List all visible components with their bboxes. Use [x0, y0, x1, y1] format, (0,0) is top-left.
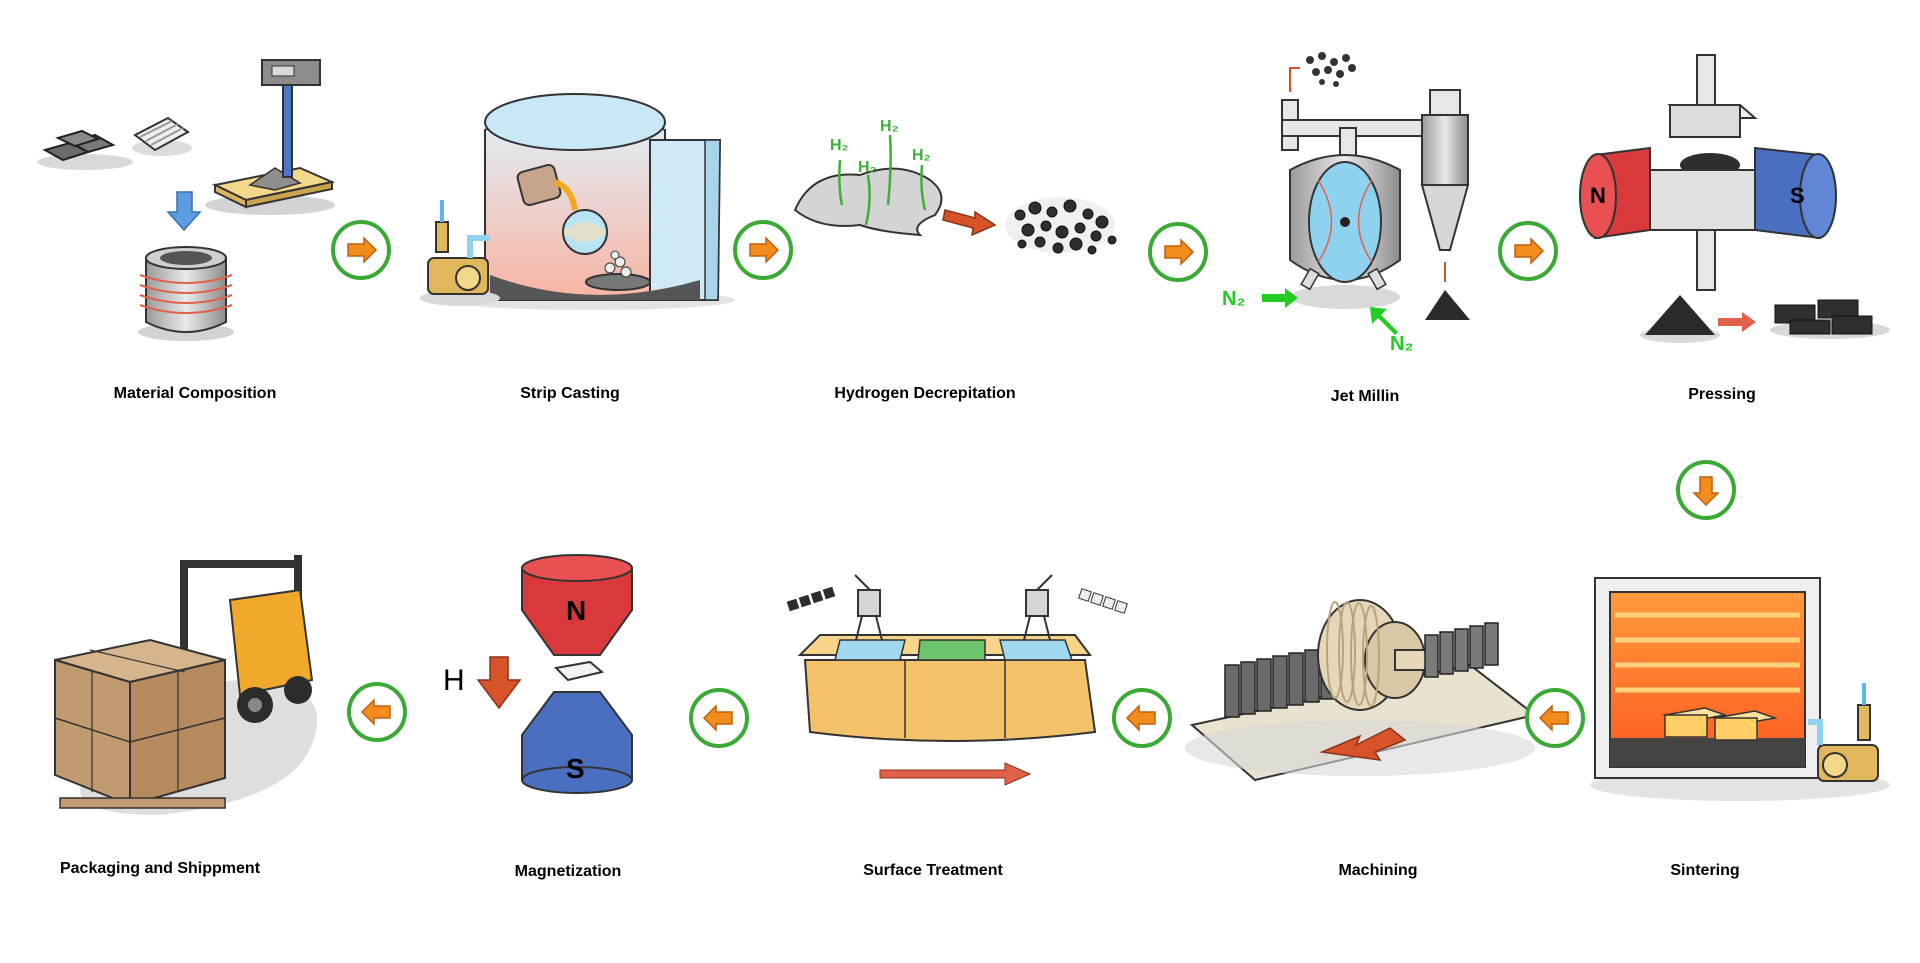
pressing-illustration: N S: [1579, 54, 1890, 343]
north-pole-magnet: N: [1579, 146, 1651, 240]
north-magnet: N: [521, 554, 633, 656]
magnetization-illustration: N S H: [443, 554, 633, 794]
arrow-left-icon: [1538, 704, 1569, 732]
packaging-illustration: [54, 555, 318, 815]
magnet-row-right: [1078, 588, 1128, 614]
process-arrow-icon: [879, 762, 1032, 786]
flow-connector-7: [1112, 688, 1172, 748]
step-label-jet-millin: Jet Millin: [1330, 388, 1400, 405]
pressed-blocks: [1770, 299, 1890, 339]
flake-collector: [585, 250, 651, 291]
nitrogen-arrow-icon: [1262, 288, 1298, 308]
north-pole-label: N: [566, 595, 586, 626]
process-arrow-icon: [1718, 312, 1756, 332]
tank-3: [999, 639, 1074, 661]
surface-treatment-illustration: [786, 574, 1128, 786]
south-pole-magnet: S: [1754, 146, 1837, 240]
sintered-blocks: [1662, 707, 1778, 741]
cardboard-boxes: [54, 638, 226, 809]
step-label-strip-casting: Strip Casting: [520, 385, 620, 402]
nitrogen-label-1: N₂: [1222, 288, 1245, 310]
flow-connector-3: [1148, 222, 1208, 282]
arrow-right-icon: [347, 236, 378, 264]
step-label-packaging-and-shippment: Packaging and Shippment: [59, 860, 261, 877]
arrow-right-icon: [1164, 238, 1195, 266]
hydrogen-label-2: H₂: [880, 118, 899, 135]
step-label-machining: Machining: [1338, 862, 1418, 879]
hydrogen-decrepitation-illustration: H₂ H₂ H₂ H₂: [793, 118, 1117, 255]
arrow-right-icon: [1514, 237, 1545, 265]
hydrogen-label-4: H₂: [912, 147, 931, 164]
robot-gripper-right: [1023, 574, 1053, 641]
nitrogen-arrow-icon: [1370, 307, 1398, 335]
process-arrow-icon: [1319, 727, 1407, 761]
weighing-scale: [205, 59, 336, 215]
arrow-right-icon: [749, 236, 780, 264]
vacuum-pump: [420, 200, 500, 306]
feed-powder: [1306, 52, 1356, 87]
flow-connector-4: [1498, 221, 1558, 281]
step-label-magnetization: Magnetization: [514, 863, 622, 880]
vacuum-pump: [1808, 683, 1879, 782]
south-pole-label: S: [1790, 183, 1805, 208]
tank-1: [834, 639, 906, 661]
flow-connector-5: [1676, 460, 1736, 520]
induction-crucible: [138, 246, 234, 341]
pouring-crucible: [516, 164, 578, 211]
metal-rods: [132, 116, 192, 156]
process-arrow-icon: [942, 209, 997, 237]
flow-connectors: [331, 220, 1736, 748]
arrow-left-icon: [360, 698, 391, 726]
step-label-sintering: Sintering: [1670, 862, 1740, 879]
field-label: H: [443, 664, 465, 697]
hydrogen-label-3: H₂: [858, 159, 877, 176]
step-label-surface-treatment: Surface Treatment: [863, 862, 1003, 879]
tank-2: [917, 639, 986, 661]
flow-connector-8: [689, 688, 749, 748]
hydrogen-label-1: H₂: [830, 137, 849, 154]
sintering-illustration: [1590, 577, 1890, 801]
arrow-down-icon: [1692, 476, 1720, 507]
flow-connector-6: [1525, 688, 1585, 748]
step-label-material-composition: Material Composition: [113, 385, 277, 402]
forklift: [180, 555, 314, 723]
metal-ingots: [42, 129, 116, 162]
flow-connector-9: [347, 682, 407, 742]
cyclone-separator: [1420, 89, 1470, 320]
magnet-row-left: [786, 586, 836, 612]
powder-particles: [1005, 197, 1117, 255]
strip-casting-illustration: [420, 93, 735, 310]
magnet-stack-left: [1224, 646, 1336, 718]
magnet-sample: [553, 660, 605, 682]
south-magnet: S: [521, 691, 633, 794]
arrow-left-icon: [702, 704, 733, 732]
field-arrow-icon: [476, 656, 522, 710]
nitrogen-label-2: N₂: [1390, 333, 1413, 355]
casting-wheel: [562, 209, 608, 255]
flow-connector-1: [331, 220, 391, 280]
material-composition-illustration: [37, 59, 336, 341]
down-arrow-icon: [166, 191, 202, 232]
step-label-pressing: Pressing: [1688, 386, 1756, 403]
step-label-hydrogen-decrepitation: Hydrogen Decrepitation: [834, 385, 1016, 402]
cutting-wheel: [1317, 599, 1431, 711]
north-pole-label: N: [1590, 183, 1606, 208]
arrow-left-icon: [1125, 704, 1156, 732]
robot-gripper-left: [854, 574, 883, 641]
hydrogen-arrows: [838, 134, 927, 226]
grinding-chamber: [1289, 154, 1401, 309]
magnet-stack-right: [1424, 622, 1499, 678]
jet-mill-illustration: N₂ N₂: [1222, 52, 1470, 355]
south-pole-label: S: [566, 753, 585, 784]
machining-illustration: [1185, 599, 1538, 782]
flow-connector-2: [733, 220, 793, 280]
